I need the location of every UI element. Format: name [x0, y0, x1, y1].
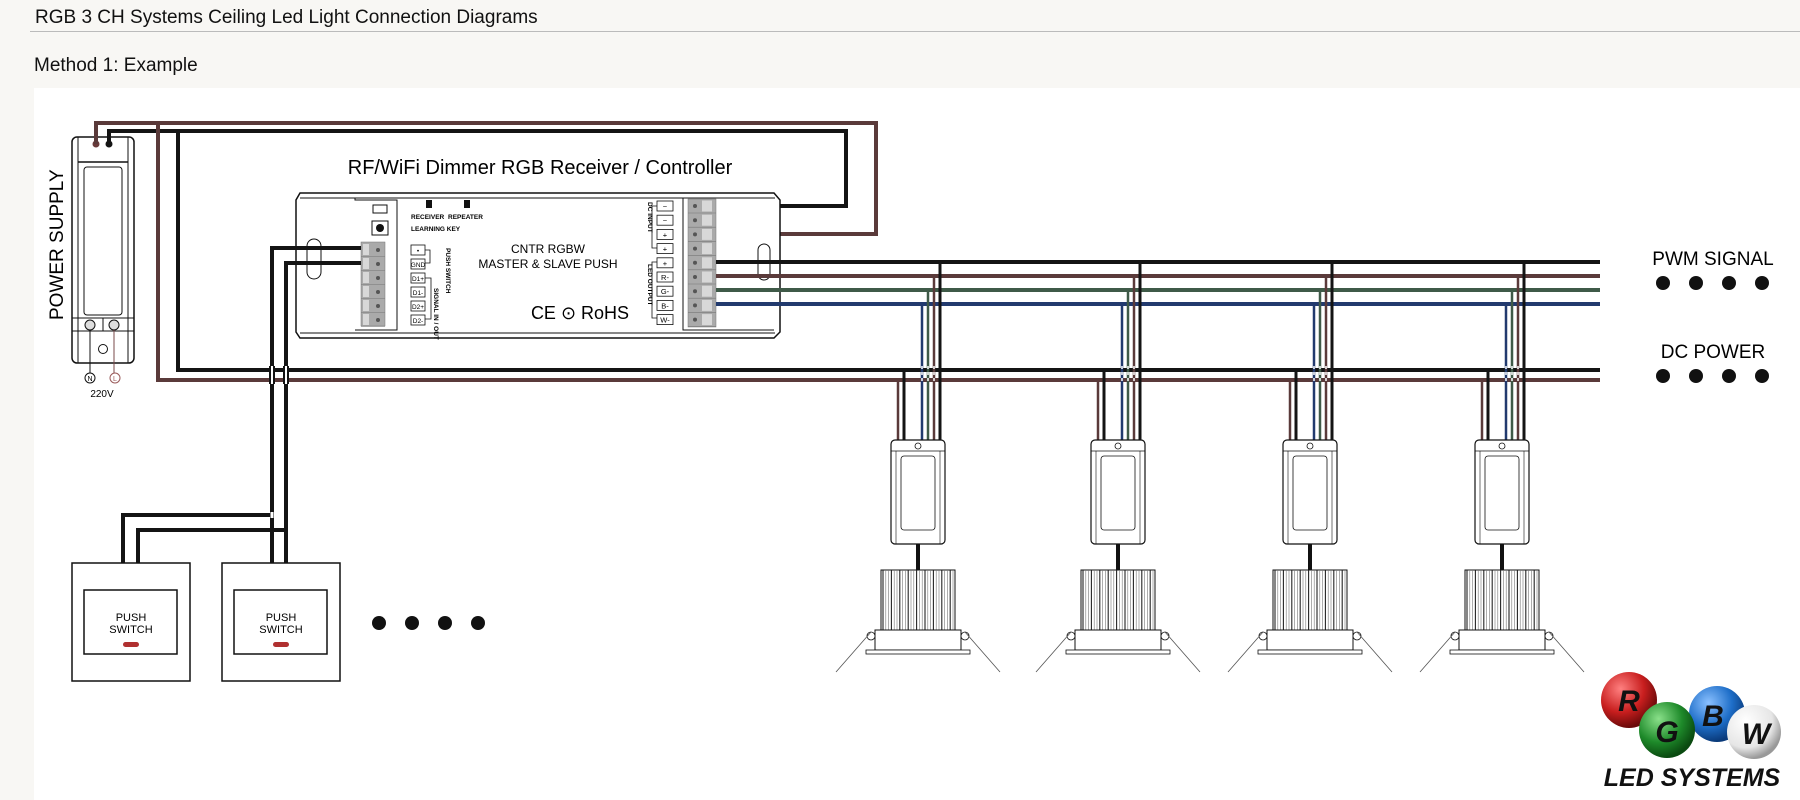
push-switch-1-label-2: SWITCH — [109, 624, 152, 636]
right-terminal: B- — [656, 299, 674, 311]
light-bezel — [1419, 629, 1585, 673]
led-output-label: LED OUTPUT — [646, 264, 653, 306]
learning-key-label: LEARNING KEY — [411, 226, 461, 233]
svg-text:B-: B- — [661, 301, 669, 310]
left-terminal: • — [410, 244, 426, 256]
led-driver — [890, 439, 946, 545]
power-supply: N L 220V POWER SUPPLY — [47, 136, 135, 400]
left-terminal: D2- — [410, 314, 426, 326]
pwm-signal-bus — [716, 260, 1600, 306]
push-switch-2-label-2: SWITCH — [259, 624, 302, 636]
right-terminal: − — [656, 214, 674, 226]
pwm-signal-label: PWM SIGNAL — [1652, 249, 1773, 270]
logo-letter-w: W — [1742, 718, 1773, 751]
dc-power-label: DC POWER — [1661, 342, 1766, 363]
light-bezel — [835, 629, 1001, 673]
ceiling-lights — [835, 262, 1585, 673]
heatsink — [1464, 569, 1540, 631]
switch-continuation-dots — [372, 616, 485, 630]
svg-text:D2+: D2+ — [412, 304, 424, 311]
svg-text:R-: R- — [661, 273, 669, 282]
right-terminal: − — [656, 200, 674, 212]
svg-text:D1+: D1+ — [412, 276, 424, 283]
left-terminal: D2+ — [410, 300, 426, 312]
left-terminal: GND — [410, 258, 426, 270]
model-line-1: CNTR RGBW — [511, 242, 586, 256]
right-terminal-labels: − − + + + R- G- B- W- — [651, 200, 674, 326]
controller-title: RF/WiFi Dimmer RGB Receiver / Controller — [348, 157, 733, 179]
left-terminal-labels: • GND D1+ D1- D2+ D2- — [410, 244, 432, 326]
right-terminal: + — [656, 257, 674, 269]
svg-text:D2-: D2- — [413, 318, 423, 325]
right-terminal: G- — [656, 285, 674, 297]
svg-text:+: + — [663, 245, 668, 254]
push-switch-1[interactable]: PUSH SWITCH — [71, 562, 191, 682]
logo-ball-w — [1727, 705, 1781, 759]
logo-letter-g: G — [1655, 716, 1678, 749]
logo-letter-r: R — [1618, 685, 1640, 718]
heatsink — [1272, 569, 1348, 631]
psu-output-wires — [94, 121, 878, 236]
right-terminal: + — [656, 228, 674, 240]
ceiling-light-4 — [1419, 262, 1585, 673]
svg-text:D1-: D1- — [413, 290, 423, 297]
wire-crossings — [270, 366, 288, 518]
svg-text:G-: G- — [661, 287, 670, 296]
jumper-receiver-label: RECEIVER — [411, 214, 445, 221]
heatsink — [880, 569, 956, 631]
push-switch-2-label-1: PUSH — [266, 612, 297, 624]
page-title: RGB 3 CH Systems Ceiling Led Light Conne… — [35, 7, 538, 28]
led-driver — [1090, 439, 1146, 545]
svg-text:+: + — [663, 230, 668, 239]
dc-continuation-dots — [1656, 369, 1769, 383]
model-line-2: MASTER & SLAVE PUSH — [478, 257, 617, 271]
push-switch-label: PUSH SWITCH — [444, 248, 451, 294]
logo-ball-g — [1639, 702, 1695, 758]
led-driver — [1474, 439, 1530, 545]
right-terminal: R- — [656, 271, 674, 283]
certification-marks: CE ⊙ RoHS — [531, 303, 629, 323]
left-terminal-block — [360, 241, 386, 327]
right-terminal-block — [687, 198, 717, 328]
terminal-n-label: N — [87, 376, 92, 383]
logo-text: LED SYSTEMS — [1604, 764, 1781, 792]
pwm-continuation-dots — [1656, 276, 1769, 290]
indicator-led — [273, 642, 289, 647]
logo-ball-r — [1601, 672, 1657, 728]
led-driver — [1282, 439, 1338, 545]
push-switch-wires — [121, 246, 361, 563]
dc-input-label: DC INPUT — [646, 202, 653, 233]
jumper-repeater-label: REPEATER — [448, 214, 483, 221]
svg-text:+: + — [663, 259, 668, 268]
rgbw-logo: R G B W LED SYSTEMS — [1601, 672, 1781, 792]
ceiling-light-3 — [1227, 262, 1393, 673]
push-switch-1-label-1: PUSH — [116, 612, 147, 624]
power-supply-label: POWER SUPPLY — [47, 169, 68, 320]
left-terminal: D1- — [410, 286, 426, 298]
dc-power-bus — [156, 123, 1600, 382]
indicator-led — [123, 642, 139, 647]
signal-label: SIGNAL IN / OUT — [432, 288, 439, 340]
ceiling-light-2 — [1035, 262, 1201, 673]
svg-text:GND: GND — [411, 262, 426, 269]
method-label: Method 1: Example — [34, 55, 198, 76]
controller: RF/WiFi Dimmer RGB Receiver / Controller… — [295, 157, 781, 340]
left-terminal: D1+ — [410, 272, 426, 284]
svg-text:−: − — [663, 202, 668, 211]
svg-text:−: − — [663, 216, 668, 225]
ceiling-light-1 — [835, 262, 1001, 673]
terminal-l-label: L — [113, 376, 117, 383]
right-terminal: W- — [656, 314, 674, 326]
right-terminal: + — [656, 243, 674, 255]
svg-text:•: • — [417, 248, 420, 255]
svg-text:W-: W- — [660, 316, 670, 325]
logo-letter-b: B — [1702, 700, 1724, 733]
push-switch-2[interactable]: PUSH SWITCH — [221, 562, 341, 682]
title-divider — [30, 31, 1800, 32]
voltage-label: 220V — [90, 389, 114, 400]
light-bezel — [1227, 629, 1393, 673]
heatsink — [1080, 569, 1156, 631]
light-bezel — [1035, 629, 1201, 673]
